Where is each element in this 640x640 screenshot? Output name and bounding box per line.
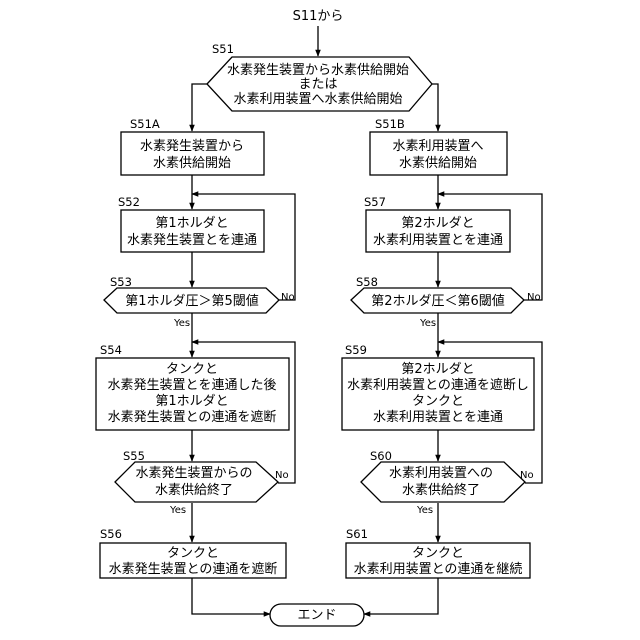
step-label-s60: S60 bbox=[370, 449, 392, 463]
process-s51a-line-1: 水素発生装置から bbox=[140, 139, 244, 154]
process-s59-line-2: 水素利用装置との連通を遮断し bbox=[347, 377, 529, 393]
arrow-s51-to-s51b bbox=[432, 84, 438, 131]
process-s61-line-1: タンクと bbox=[412, 546, 464, 561]
step-label-s56: S56 bbox=[100, 527, 122, 541]
process-s54-line-3: 第1ホルダと bbox=[155, 394, 228, 409]
process-s61-line-2: 水素利用装置との連通を継続 bbox=[354, 562, 523, 577]
process-s54: タンクと 水素発生装置とを連通した後 第1ホルダと 水素発生装置との連通を遮断 bbox=[96, 358, 289, 430]
step-label-s55: S55 bbox=[123, 449, 145, 463]
decision-s51-line-1: 水素発生装置から水素供給開始 bbox=[227, 63, 409, 78]
branch-no-s55: No bbox=[275, 470, 289, 481]
process-s59-line-4: 水素利用装置とを連通 bbox=[373, 410, 503, 425]
start-label: S11から bbox=[293, 9, 344, 24]
process-s51a: 水素発生装置から 水素供給開始 bbox=[121, 132, 264, 175]
process-s56: タンクと 水素発生装置との連通を遮断 bbox=[100, 543, 286, 578]
decision-s58-line-1: 第2ホルダ圧＜第6閾値 bbox=[371, 293, 505, 309]
step-label-s51: S51 bbox=[212, 42, 234, 56]
process-s57: 第2ホルダと 水素利用装置とを連通 bbox=[366, 210, 510, 252]
step-label-s59: S59 bbox=[345, 343, 367, 357]
process-s59-line-1: 第2ホルダと bbox=[401, 362, 474, 377]
branch-no-s53: No bbox=[281, 292, 295, 303]
step-label-s54: S54 bbox=[100, 343, 122, 357]
step-label-s52: S52 bbox=[118, 195, 140, 209]
connectors bbox=[192, 26, 542, 614]
end-terminal: エンド bbox=[270, 604, 364, 626]
branch-yes-s60: Yes bbox=[416, 505, 433, 516]
decision-s55-line-1: 水素発生装置からの bbox=[135, 466, 252, 481]
end-label: エンド bbox=[297, 608, 336, 623]
process-s59: 第2ホルダと 水素利用装置との連通を遮断し タンクと 水素利用装置とを連通 bbox=[342, 358, 534, 430]
decision-s53: 第1ホルダ圧＞第5閾値 bbox=[104, 288, 279, 313]
process-s56-line-2: 水素発生装置との連通を遮断 bbox=[109, 561, 278, 577]
decision-s55: 水素発生装置からの 水素供給終了 bbox=[115, 462, 278, 502]
process-s52: 第1ホルダと 水素発生装置とを連通 bbox=[121, 210, 264, 252]
arrow-s51-to-s51a bbox=[192, 84, 207, 131]
decision-s51: 水素発生装置から水素供給開始 または 水素利用装置へ水素供給開始 bbox=[207, 57, 432, 111]
arrow-s61-to-end bbox=[364, 578, 438, 614]
decision-s55-line-2: 水素供給終了 bbox=[155, 482, 233, 498]
process-s54-line-1: タンクと bbox=[166, 362, 218, 377]
branch-no-s58: No bbox=[527, 292, 541, 303]
branch-yes-s55: Yes bbox=[169, 505, 186, 516]
branch-no-s60: No bbox=[520, 470, 534, 481]
step-label-s51a: S51A bbox=[130, 117, 160, 131]
process-s54-line-2: 水素発生装置とを連通した後 bbox=[107, 378, 276, 393]
decision-s51-line-3: 水素利用装置へ水素供給開始 bbox=[233, 92, 402, 107]
decision-s60-line-2: 水素供給終了 bbox=[402, 482, 480, 498]
process-s51b-line-1: 水素利用装置へ bbox=[392, 139, 483, 154]
process-s51b-line-2: 水素供給開始 bbox=[399, 156, 477, 171]
arrow-s56-to-end bbox=[192, 578, 270, 614]
step-label-s53: S53 bbox=[110, 275, 132, 289]
step-label-s51b: S51B bbox=[375, 117, 405, 131]
process-s54-line-4: 水素発生装置との連通を遮断 bbox=[108, 409, 277, 425]
decision-s53-line-1: 第1ホルダ圧＞第5閾値 bbox=[125, 293, 259, 309]
step-label-s57: S57 bbox=[364, 195, 386, 209]
step-label-s58: S58 bbox=[356, 275, 378, 289]
process-s57-line-1: 第2ホルダと bbox=[401, 216, 474, 231]
step-label-s61: S61 bbox=[346, 527, 368, 541]
process-s57-line-2: 水素利用装置とを連通 bbox=[373, 233, 503, 248]
decision-s51-line-2: または bbox=[298, 77, 337, 92]
process-s59-line-3: タンクと bbox=[412, 394, 464, 409]
branch-yes-s58: Yes bbox=[419, 318, 436, 329]
process-s51a-line-2: 水素供給開始 bbox=[153, 156, 231, 171]
decision-s58: 第2ホルダ圧＜第6閾値 bbox=[351, 288, 524, 313]
process-s52-line-1: 第1ホルダと bbox=[155, 216, 228, 231]
branch-yes-s53: Yes bbox=[173, 318, 190, 329]
process-s56-line-1: タンクと bbox=[167, 546, 219, 561]
process-s51b: 水素利用装置へ 水素供給開始 bbox=[370, 132, 507, 175]
decision-s60-line-1: 水素利用装置への bbox=[389, 466, 493, 481]
decision-s60: 水素利用装置への 水素供給終了 bbox=[361, 462, 525, 502]
process-s61: タンクと 水素利用装置との連通を継続 bbox=[346, 543, 530, 578]
process-s52-line-2: 水素発生装置とを連通 bbox=[127, 233, 257, 248]
